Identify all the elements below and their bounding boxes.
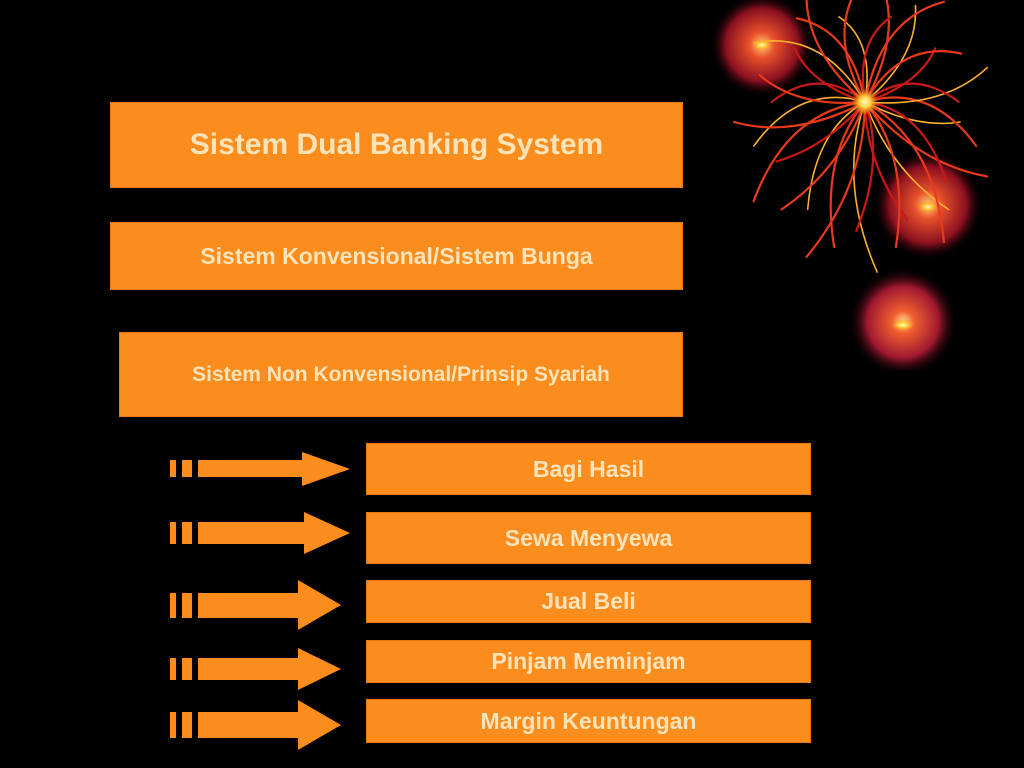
firework-ray	[863, 100, 945, 244]
conventional-system-box: Sistem Konvensional/Sistem Bunga	[110, 222, 683, 290]
nonconventional-system-box: Sistem Non Konvensional/Prinsip Syariah	[119, 332, 683, 417]
arrow-right-icon	[170, 580, 341, 630]
firework-ray	[753, 96, 866, 147]
firework-ray	[843, 0, 867, 104]
firework-ray	[863, 50, 963, 104]
firework-ray	[863, 0, 945, 104]
firework-ray	[863, 100, 989, 178]
slide-title: Sistem Dual Banking System	[189, 128, 604, 161]
firework-ray	[852, 101, 878, 273]
arrow-right-icon	[170, 512, 350, 554]
arrow-right-icon	[170, 452, 350, 486]
nonconventional-system-label: Sistem Non Konvensional/Prinsip Syariah	[192, 362, 610, 386]
firework-ray	[863, 0, 890, 104]
firework-ray	[732, 100, 867, 129]
title-box: Sistem Dual Banking System	[110, 102, 683, 188]
firework-ray	[864, 66, 988, 104]
principle-label: Margin Keuntungan	[480, 707, 697, 734]
firework-ray	[805, 0, 867, 104]
principle-box-pinjam-meminjam: Pinjam Meminjam	[366, 640, 811, 683]
firework-ray	[805, 100, 867, 258]
principle-box-margin-keuntungan: Margin Keuntungan	[366, 699, 811, 743]
firework-ray	[780, 100, 867, 211]
firework-icon	[710, 0, 989, 370]
conventional-system-label: Sistem Konvensional/Sistem Bunga	[200, 242, 593, 269]
firework-ray	[829, 100, 867, 249]
principle-box-sewa-menyewa: Sewa Menyewa	[366, 512, 811, 564]
firework-ray	[863, 100, 901, 249]
firework-ray	[863, 96, 978, 147]
principle-box-jual-beli: Jual Beli	[366, 580, 811, 623]
firework-ray	[864, 4, 917, 103]
firework-ray	[795, 17, 867, 104]
firework-ray	[752, 40, 866, 103]
principle-label: Jual Beli	[541, 588, 636, 614]
principle-box-bagi-hasil: Bagi Hasil	[366, 443, 811, 495]
principle-label: Sewa Menyewa	[504, 524, 673, 551]
arrow-right-icon	[170, 648, 341, 690]
arrow-right-icon	[170, 700, 341, 750]
principle-label: Pinjam Meminjam	[491, 648, 686, 674]
firework-ray	[752, 100, 867, 203]
principle-label: Bagi Hasil	[532, 455, 645, 482]
